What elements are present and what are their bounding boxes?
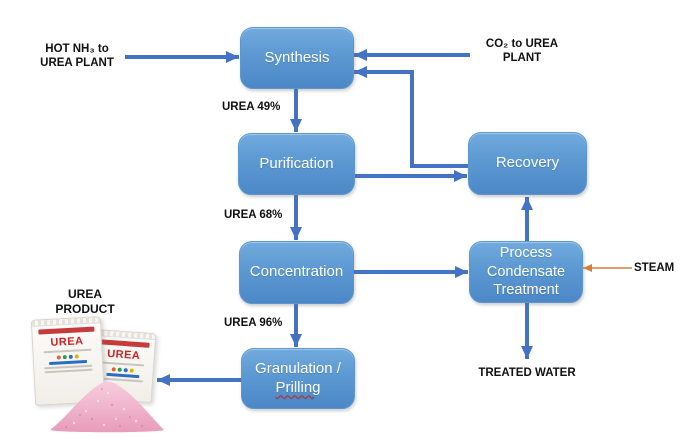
input-label-co2-line2: PLANT — [502, 52, 542, 65]
pink-urea-granule-pile — [50, 381, 164, 433]
node-purification: Purification — [238, 133, 355, 195]
bag-red-banner — [99, 339, 150, 348]
node-concentration: Concentration — [239, 241, 354, 304]
node-recovery: Recovery — [468, 132, 587, 195]
granule-pile-shape — [50, 381, 164, 433]
stream-label-urea-96: UREA 96% — [224, 317, 283, 329]
bag-brand-text: UREA — [50, 335, 84, 349]
stream-label-urea-68: UREA 68% — [224, 209, 283, 221]
input-label-hot-nh3-line2: UREA PLANT — [40, 57, 114, 70]
node-purification-label: Purification — [259, 154, 334, 172]
granule-speckles-light — [72, 391, 138, 427]
bag-logo — [56, 354, 79, 360]
node-concentration-label: Concentration — [249, 263, 344, 281]
node-granulation-label-line1: Granulation / — [255, 359, 341, 377]
product-label-line2: PRODUCT — [55, 302, 115, 316]
product-label-line1: UREA — [67, 287, 102, 301]
node-pct-label-line3: Treatment — [493, 282, 559, 299]
arrow-recovery-recycle-to-synthesis — [354, 66, 468, 168]
node-pct-label-line1: Process — [499, 244, 553, 261]
bag-red-banner — [38, 326, 95, 335]
node-granulation-label-line2: Prilling — [275, 378, 321, 396]
stream-label-urea-49: UREA 49% — [222, 101, 281, 113]
input-label-hot-nh3-line1: HOT NH₃ to — [45, 43, 109, 55]
input-label-steam: STEAM — [634, 262, 675, 274]
node-pct-label-line2: Condensate — [486, 263, 566, 280]
output-label-treated-water: TREATED WATER — [478, 367, 576, 379]
node-granulation-prilling: Granulation / Prilling — [241, 348, 355, 409]
bag-logo-bar — [49, 360, 87, 365]
input-label-co2: CO₂ to UREA PLANT — [472, 37, 572, 66]
bag-crimp-top — [31, 317, 101, 327]
bag-fineprint-line — [102, 361, 145, 367]
node-process-condensate-treatment: Process Condensate Treatment — [469, 241, 583, 303]
node-recovery-label: Recovery — [495, 154, 560, 172]
input-label-co2-line1: CO₂ to UREA — [485, 38, 559, 50]
granule-speckles-dark — [64, 388, 144, 429]
bag-fineprint-line — [43, 348, 92, 354]
product-label: UREA PRODUCT — [45, 287, 125, 317]
node-synthesis: Synthesis — [240, 27, 354, 89]
node-synthesis-label: Synthesis — [264, 48, 330, 66]
bag-brand-text: UREA — [106, 347, 141, 363]
input-label-hot-nh3: HOT NH₃ to UREA PLANT — [31, 42, 123, 71]
